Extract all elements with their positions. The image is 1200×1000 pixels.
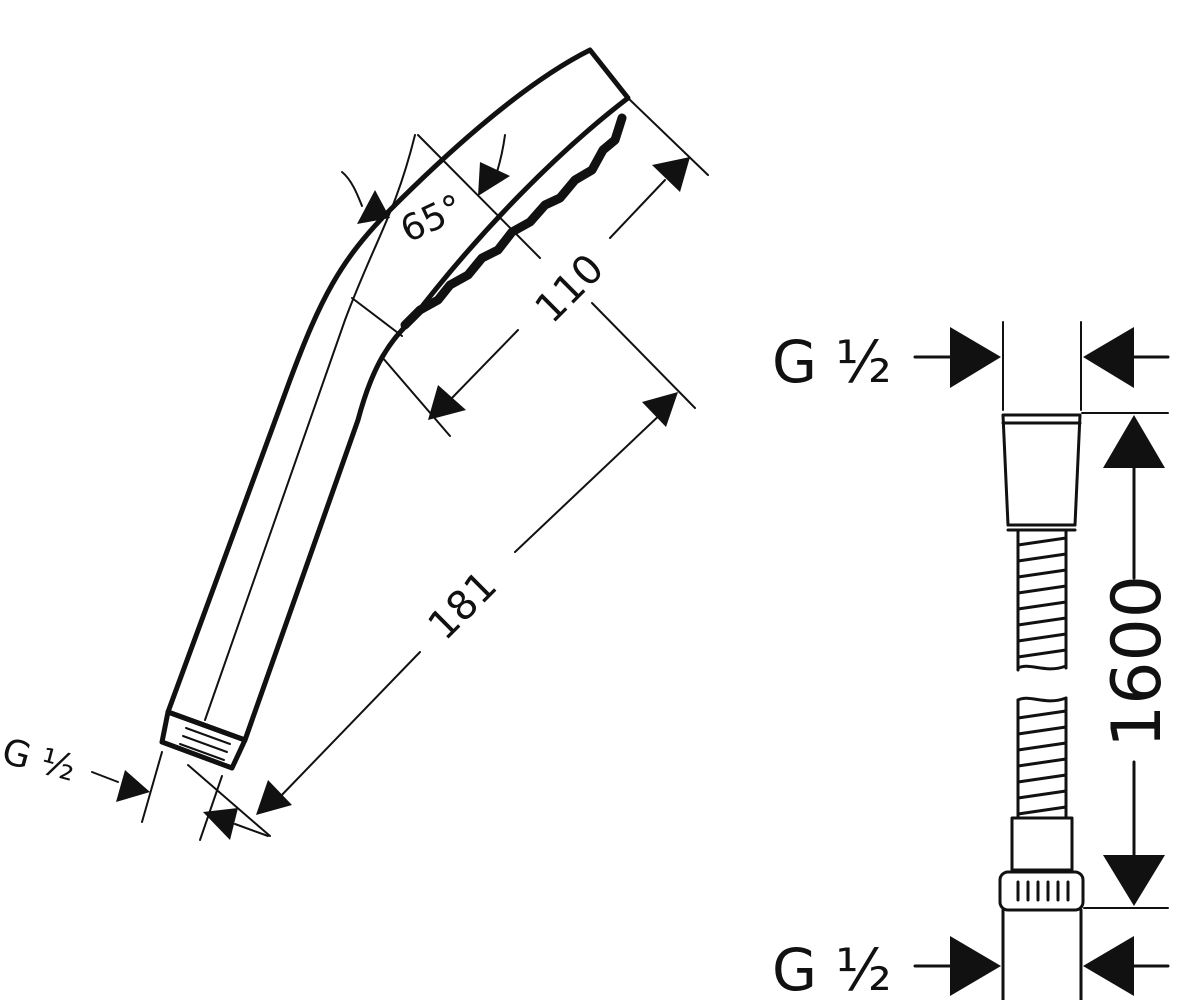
length-dimension-label: 181 (420, 563, 507, 650)
handle-center-line (204, 134, 416, 721)
hand-shower-thread-label: G ½ (0, 731, 80, 790)
hose-bottom-thread-dimension: G ½ (772, 936, 1170, 1000)
hand-shower-thread-dimension: G ½ (0, 731, 271, 841)
hand-shower-thread (159, 709, 248, 771)
hose-length-dimension: 1600 (1081, 412, 1177, 909)
hose-lower-sleeve (1010, 816, 1074, 872)
hose-length-label: 1600 (1098, 575, 1177, 748)
hose-lower-segment (1016, 696, 1068, 820)
hose-upper-segment (1016, 530, 1068, 672)
hose-top-thread-label: G ½ (772, 328, 892, 396)
hand-shower: 65° 110 181 (0, 47, 709, 841)
shower-hose: G ½ G ½ 1600 (772, 321, 1177, 1000)
hose-bottom-thread-label: G ½ (772, 936, 892, 1000)
hose-bottom-nut (998, 870, 1085, 1000)
hose-top-nut (1001, 413, 1082, 527)
length-dimension: 181 (256, 302, 696, 815)
spray-face (400, 113, 627, 330)
hose-top-thread-dimension: G ½ (772, 321, 1170, 411)
hand-shower-body-outline (165, 47, 631, 743)
